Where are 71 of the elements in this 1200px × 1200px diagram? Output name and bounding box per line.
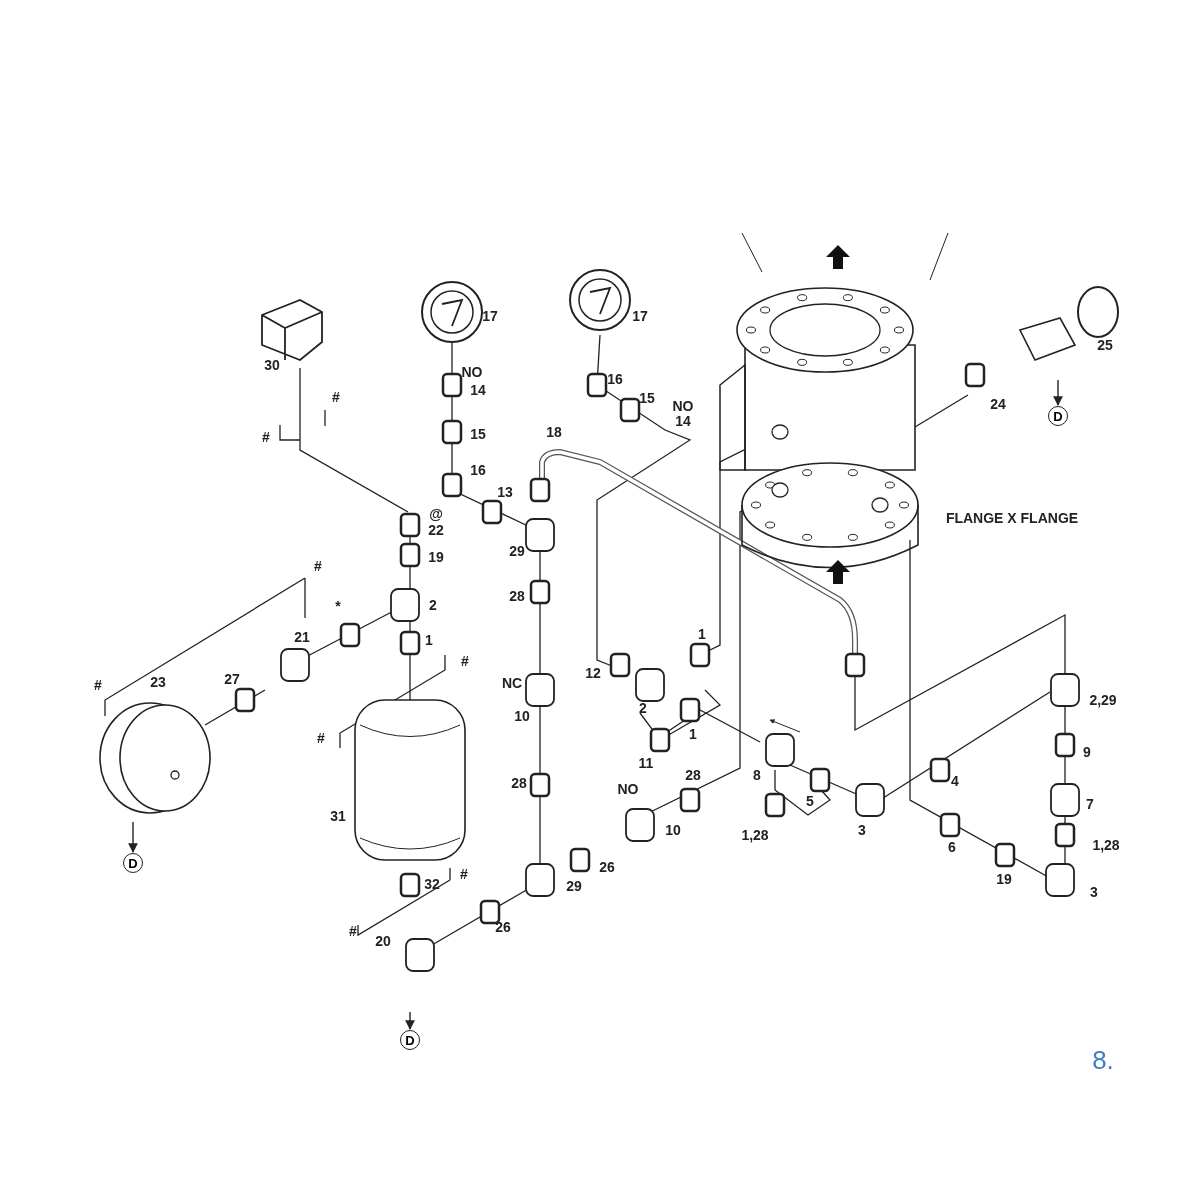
callout-number: 21 — [294, 630, 310, 644]
callout-number: 26 — [599, 860, 615, 874]
callout-number: 14 — [470, 383, 486, 397]
callout-number: 1,28 — [741, 828, 769, 842]
callout-number: 1 — [698, 627, 706, 641]
callout-number: 16 — [470, 463, 486, 477]
drain-symbol: D — [400, 1030, 420, 1050]
callout-number: 13 — [497, 485, 513, 499]
callout-number: NO — [461, 365, 483, 379]
callout-number: 28 — [511, 776, 527, 790]
callout-number: # — [332, 390, 340, 404]
callout-number: 28 — [685, 768, 701, 782]
callout-number: # — [317, 731, 325, 745]
callout-number: 2,29 — [1089, 693, 1117, 707]
callout-number: # — [262, 430, 270, 444]
callout-number: 17 — [482, 309, 498, 323]
drain-arrow — [405, 1011, 415, 1030]
callout-number: 18 — [546, 425, 562, 439]
callout-number: 1,28 — [1092, 838, 1120, 852]
callout-number: 15 — [470, 427, 486, 441]
callout-number: 19 — [996, 872, 1012, 886]
callout-number: 10 — [665, 823, 681, 837]
callout-number: 23 — [150, 675, 166, 689]
callout-number: 29 — [566, 879, 582, 893]
drain-arrow — [1053, 379, 1063, 406]
callout-number: 26 — [495, 920, 511, 934]
callout-number: 11 — [638, 756, 654, 770]
page-number: 8. — [1092, 1047, 1114, 1073]
callout-number: 2 — [429, 598, 437, 612]
callout-number: 7 — [1086, 797, 1094, 811]
callout-number: 3 — [858, 823, 866, 837]
callout-number: 4 — [951, 774, 959, 788]
drain-arrow — [128, 821, 138, 853]
callout-number: 17 — [632, 309, 648, 323]
callout-number: # — [460, 867, 468, 881]
drain-symbol: D — [1048, 406, 1068, 426]
callout-number: 28 — [509, 589, 525, 603]
callout-number: 22 — [428, 523, 444, 537]
callout-number: 30 — [264, 358, 280, 372]
callout-number: 8 — [753, 768, 761, 782]
callout-number: * — [335, 599, 341, 613]
callout-number: 16 — [607, 372, 623, 386]
callout-number: 31 — [330, 809, 346, 823]
callout-number: 12 — [585, 666, 601, 680]
callout-number: 15 — [639, 391, 655, 405]
callout-number: # — [349, 924, 357, 938]
callout-number: 2 — [639, 701, 647, 715]
callout-number: 5 — [806, 794, 814, 808]
callout-number: 29 — [509, 544, 525, 558]
callout-number: 20 — [375, 934, 391, 948]
callout-number: 9 — [1083, 745, 1091, 759]
callout-number: 14 — [675, 414, 691, 428]
callout-number: 27 — [224, 672, 240, 686]
callout-number: 1 — [689, 727, 697, 741]
callout-number: @ — [429, 507, 443, 521]
connection-note: FLANGE X FLANGE — [945, 511, 1079, 525]
callout-number: # — [314, 559, 322, 573]
callout-number: 3 — [1090, 885, 1098, 899]
callout-number: 24 — [990, 397, 1006, 411]
callout-number: 10 — [514, 709, 530, 723]
callout-number: 25 — [1097, 338, 1113, 352]
callout-number: # — [94, 678, 102, 692]
callout-number: 32 — [424, 877, 440, 891]
callout-number: 19 — [428, 550, 444, 564]
drain-symbol: D — [123, 853, 143, 873]
callout-number: # — [461, 654, 469, 668]
callout-number: NC — [501, 676, 523, 690]
callout-number: NO — [617, 782, 639, 796]
callout-number: 1 — [425, 633, 433, 647]
callout-number: NO — [672, 399, 694, 413]
callout-number: 6 — [948, 840, 956, 854]
